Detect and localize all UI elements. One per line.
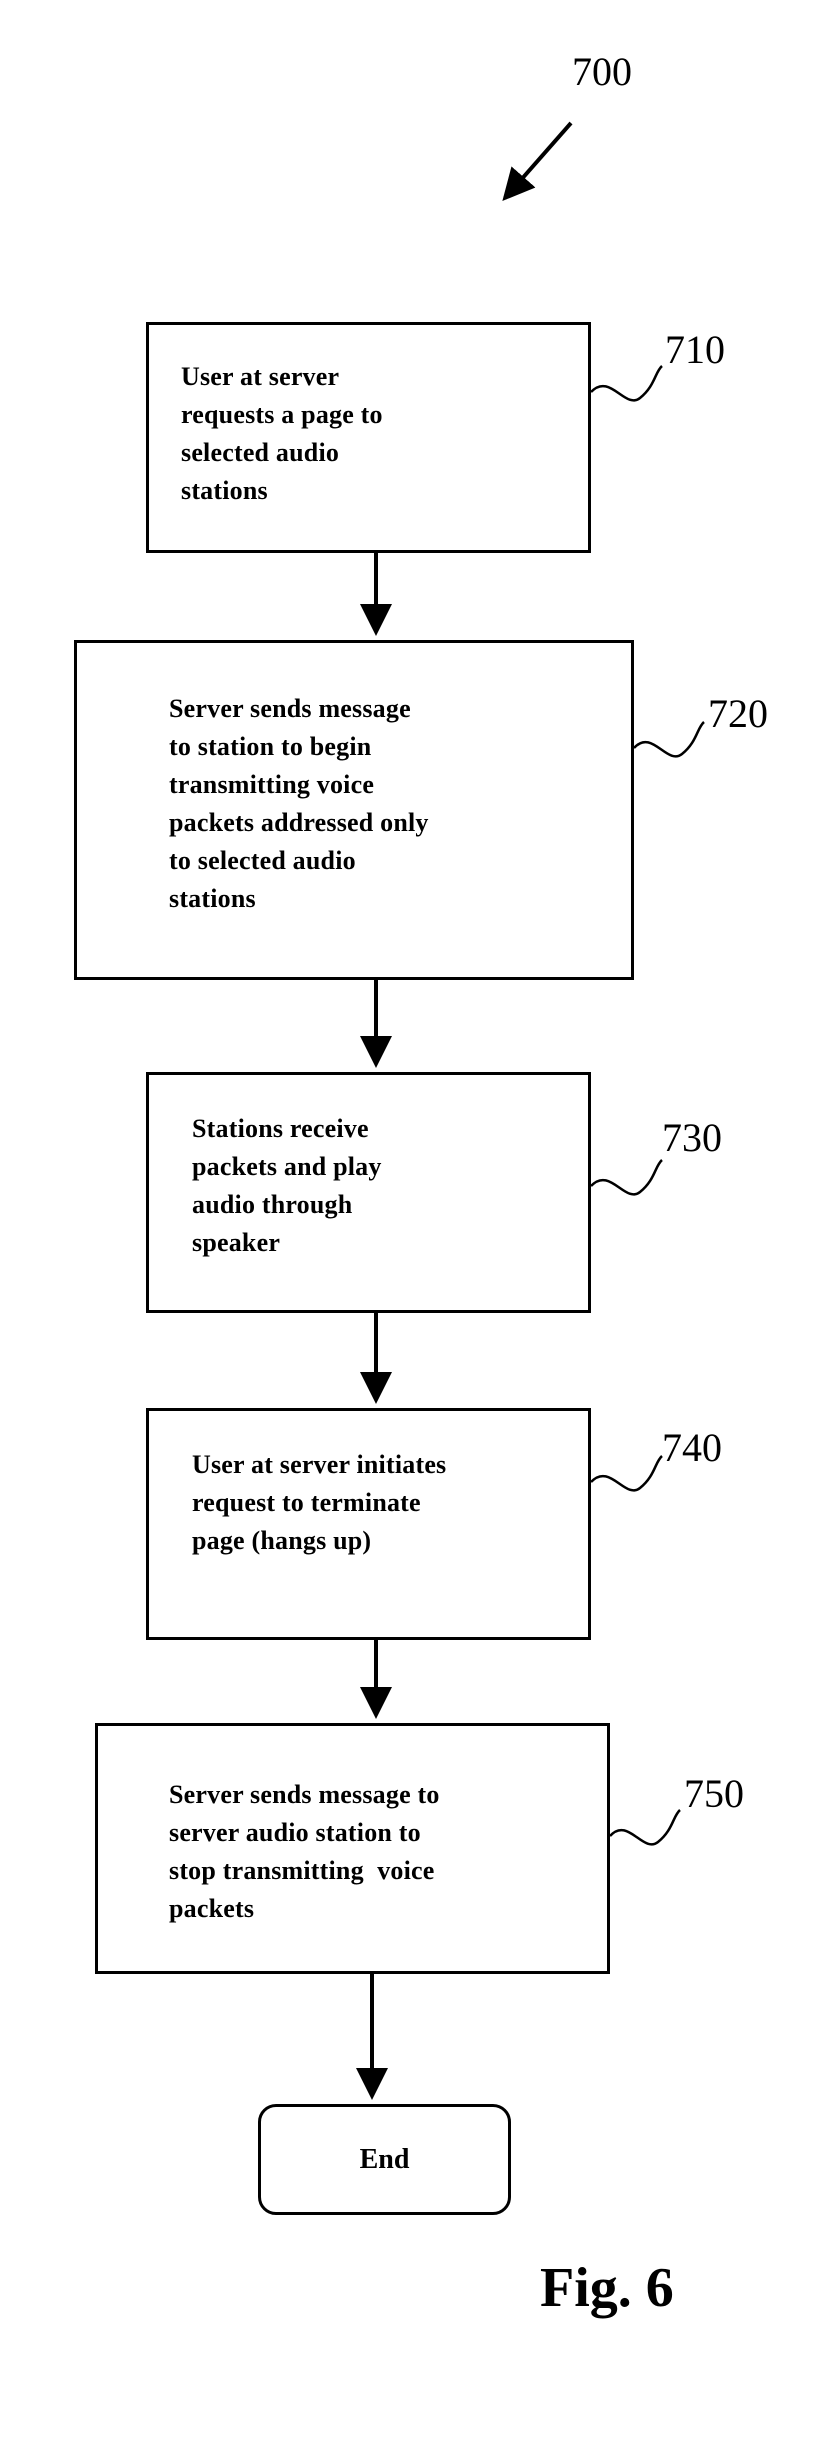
figure-pointer-arrow xyxy=(505,123,571,198)
step-ref-740: 740 xyxy=(662,1428,722,1468)
step-text-720: Server sends messageto station to begint… xyxy=(169,690,429,918)
end-label: End xyxy=(360,2144,410,2176)
figure-reference-number: 700 xyxy=(572,52,632,92)
leader-squiggle-750 xyxy=(610,1810,680,1844)
step-ref-730: 730 xyxy=(662,1118,722,1158)
leader-squiggle-720 xyxy=(634,722,704,756)
step-ref-710: 710 xyxy=(665,330,725,370)
step-ref-720: 720 xyxy=(708,694,768,734)
step-text-750: Server sends message toserver audio stat… xyxy=(169,1776,440,1928)
step-text-740: User at server initiatesrequest to termi… xyxy=(192,1446,446,1560)
figure-caption: Fig. 6 xyxy=(540,2258,674,2318)
leader-squiggle-710 xyxy=(591,366,662,400)
end-terminator: End xyxy=(258,2104,511,2215)
leader-squiggle-730 xyxy=(591,1160,662,1194)
leader-squiggle-740 xyxy=(591,1456,662,1490)
step-text-730: Stations receivepackets and playaudio th… xyxy=(192,1110,382,1262)
step-ref-750: 750 xyxy=(684,1774,744,1814)
step-text-710: User at serverrequests a page toselected… xyxy=(181,358,383,510)
